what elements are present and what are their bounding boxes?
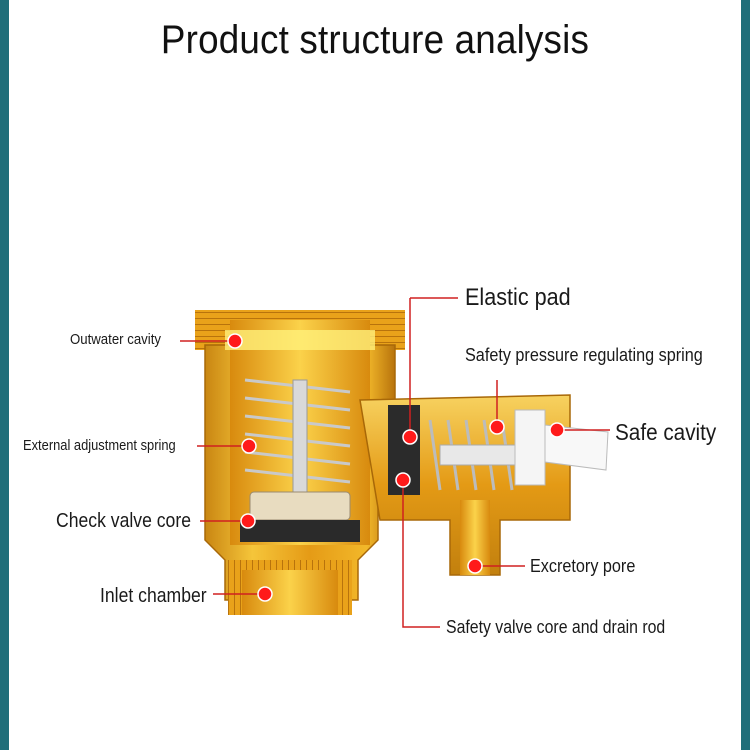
marker-outwater [227,333,243,349]
label-inlet-chamber: Inlet chamber [100,585,207,607]
page-title: Product structure analysis [160,18,590,62]
marker-safety-spring [489,419,505,435]
marker-safety-core [395,472,411,488]
label-check-valve-core: Check valve core [56,510,191,532]
label-safety-valve-core-and-drain-rod: Safety valve core and drain rod [446,617,666,637]
marker-safe-cavity [549,422,565,438]
label-outwater-cavity: Outwater cavity [70,331,161,348]
label-elastic-pad: Elastic pad [465,284,571,311]
leader-safety-core [402,480,440,628]
marker-check-valve [240,513,256,529]
drain-rod [439,444,516,466]
valve-stem [292,379,308,496]
label-safety-pressure-regulating-spring: Safety pressure regulating spring [465,345,703,365]
left-frame-border [0,0,9,750]
marker-elastic-pad [402,429,418,445]
label-external-adjustment-spring: External adjustment spring [23,437,176,454]
inlet-chamber-bore [242,570,338,615]
label-safe-cavity: Safe cavity [615,419,717,445]
check-valve-seal [240,520,360,542]
valve-body [195,310,405,615]
marker-excretory [467,558,483,574]
label-excretory-pore: Excretory pore [530,556,636,576]
check-valve-disc [249,491,351,521]
leader-elastic-pad [409,297,458,437]
marker-external-spring [241,438,257,454]
marker-inlet [257,586,273,602]
safe-valve-cap [514,409,546,486]
leader-lines [180,297,610,628]
outwater-band [225,330,375,350]
markers [227,333,565,602]
right-frame-border [741,0,750,750]
